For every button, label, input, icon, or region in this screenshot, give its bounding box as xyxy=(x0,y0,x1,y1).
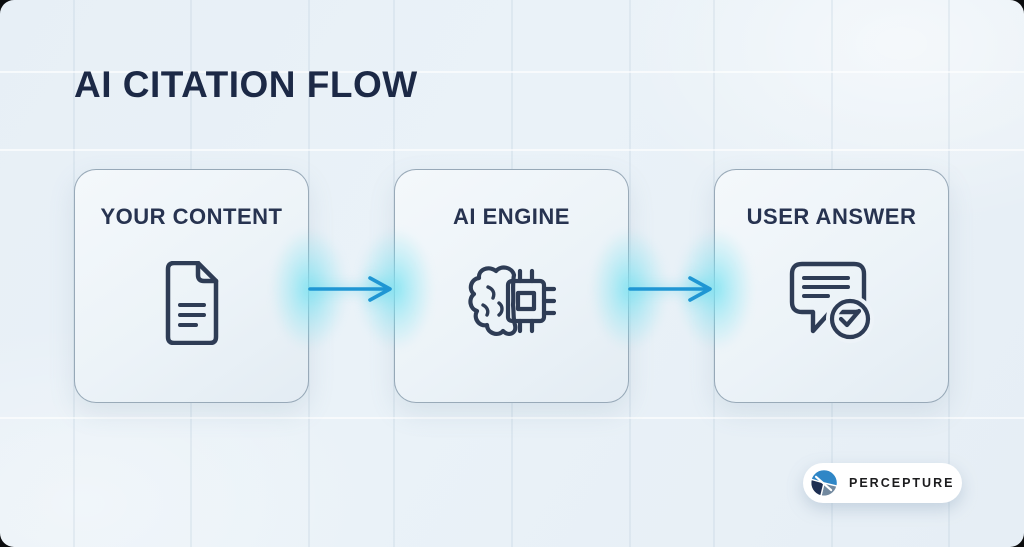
flow-step-your-content: YOUR CONTENT xyxy=(74,169,309,403)
arrow-right-icon xyxy=(308,276,392,302)
brain-chip-icon xyxy=(467,265,556,336)
step-icon-wrap xyxy=(467,230,556,402)
document-icon xyxy=(165,261,218,345)
step-label: AI ENGINE xyxy=(453,204,570,229)
brand-badge: PERCEPTURE xyxy=(803,463,962,503)
step-icon-wrap xyxy=(162,230,222,402)
brand-name: PERCEPTURE xyxy=(849,476,955,490)
page-title: AI CITATION FLOW xyxy=(74,64,418,105)
flow-step-user-answer: USER ANSWER xyxy=(714,169,949,403)
arrow-right-icon xyxy=(628,276,712,302)
percepture-logo-mark xyxy=(809,469,838,498)
step-label: USER ANSWER xyxy=(746,204,917,229)
chat-check-icon xyxy=(789,261,874,343)
step-icon-wrap xyxy=(786,230,878,402)
flow-step-ai-engine: AI ENGINE xyxy=(394,169,629,403)
step-label: YOUR CONTENT xyxy=(100,204,283,229)
